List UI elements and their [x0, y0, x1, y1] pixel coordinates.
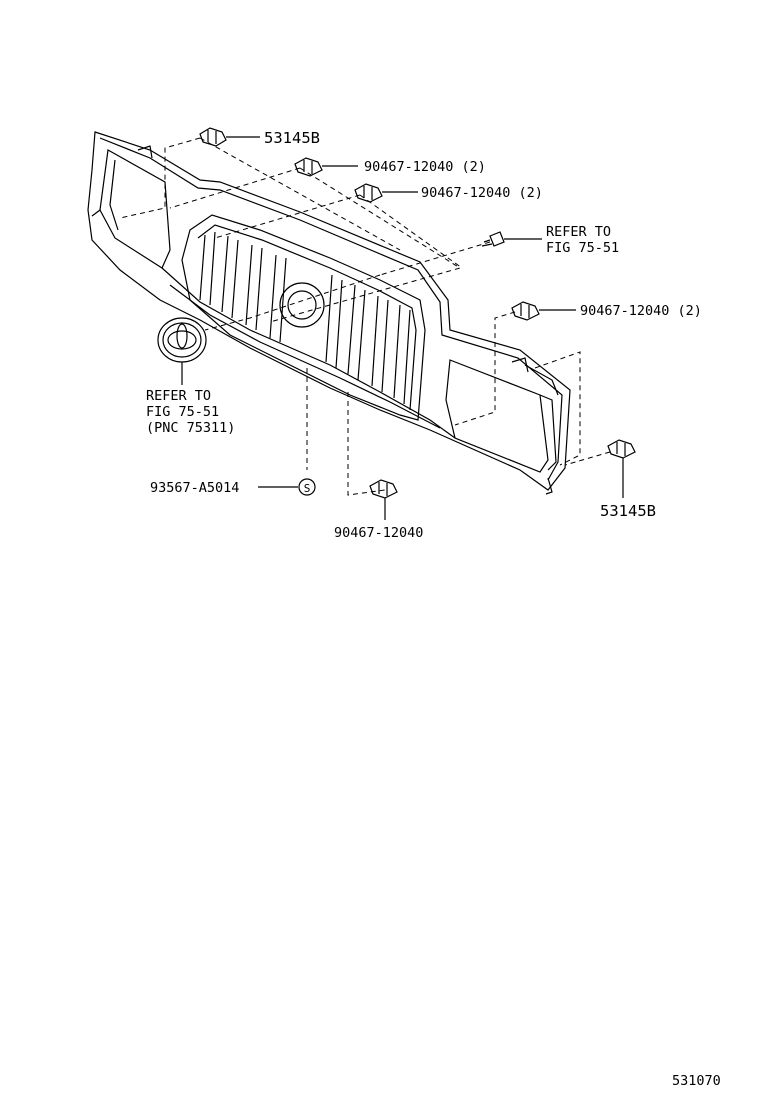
screw-icon	[481, 231, 505, 247]
clip-upper-1-icon	[294, 157, 323, 177]
radiator-grille	[87, 131, 571, 495]
label-clip-bottom-right: 53145B	[600, 502, 656, 520]
label-emblem-refer-line1: REFER TO	[146, 388, 211, 404]
label-clip-upper-1: 90467-12040 (2)	[364, 159, 486, 175]
toyota-emblem	[157, 317, 207, 385]
clip-bottom-icon	[369, 479, 398, 499]
label-clip-bottom: 90467-12040	[334, 525, 423, 541]
emblem-mount	[279, 282, 325, 328]
label-emblem-refer-line2: FIG 75-51	[146, 404, 219, 420]
label-clip-right: 90467-12040 (2)	[580, 303, 702, 319]
dashed-leader-lines	[119, 137, 611, 496]
clip-right-icon	[511, 301, 540, 321]
figure-number: 531070	[672, 1073, 721, 1089]
label-clip-upper-2: 90467-12040 (2)	[421, 185, 543, 201]
clip-upper-2-icon	[354, 183, 383, 203]
label-rivet: 93567-A5014	[150, 480, 239, 496]
rivet-symbol-letter: S	[304, 482, 311, 495]
label-screw-refer-line2: FIG 75-51	[546, 240, 619, 256]
rivet-symbol-icon: S	[298, 478, 316, 496]
clip-top-left-icon	[199, 127, 227, 147]
label-screw-refer-line1: REFER TO	[546, 224, 611, 240]
label-emblem-refer-line3: (PNC 75311)	[146, 420, 235, 436]
grille-bars	[199, 231, 411, 405]
solid-leader-lines	[226, 136, 624, 520]
label-clip-top-left: 53145B	[264, 129, 320, 147]
clip-bottom-right-icon	[607, 439, 636, 459]
